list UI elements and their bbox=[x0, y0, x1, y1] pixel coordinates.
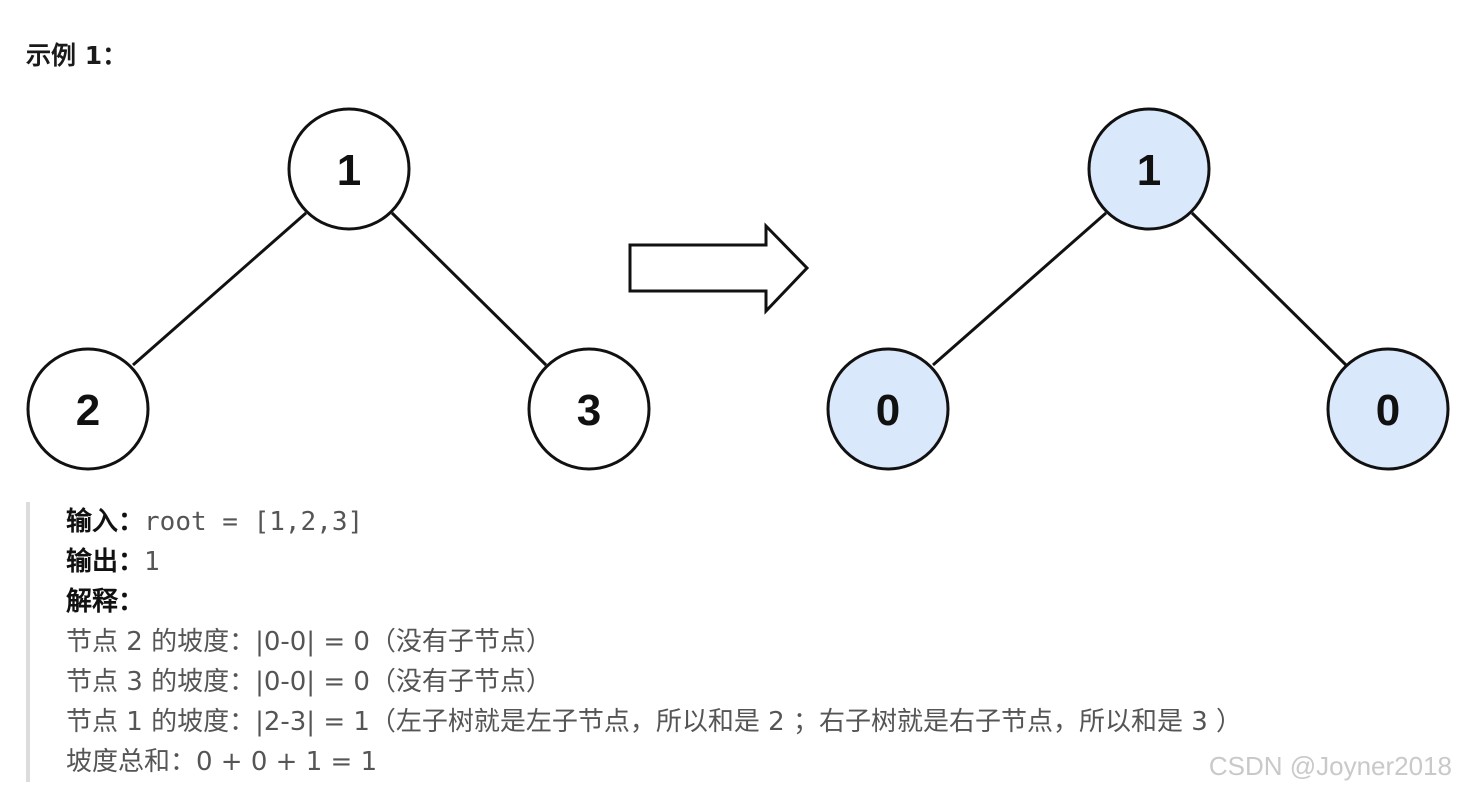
output-line: 输出：1 bbox=[66, 542, 160, 582]
input-line: 输入：root = [1,2,3] bbox=[66, 502, 363, 542]
edge-root-right bbox=[1190, 211, 1348, 367]
tree-diagram: 1 2 3 1 0 0 bbox=[26, 107, 1450, 471]
output-label: 输出： bbox=[66, 547, 145, 577]
tree-after: 1 0 0 bbox=[826, 107, 1450, 471]
node-root bbox=[1087, 107, 1211, 231]
example-block: 输入：root = [1,2,3] 输出：1 解释： 节点 2 的坡度：|0-0… bbox=[26, 502, 1410, 782]
node-right-label: 3 bbox=[577, 386, 601, 435]
explain-text: 节点 1 的坡度：|2-3| = 1（左子树就是左子节点，所以和是 2 ；右子树… bbox=[66, 707, 1243, 737]
node-root-label: 1 bbox=[337, 146, 361, 195]
explain-text: 节点 3 的坡度：|0-0| = 0（没有子节点） bbox=[66, 667, 552, 697]
node-root-label: 1 bbox=[1137, 146, 1161, 195]
node-left bbox=[826, 347, 950, 471]
explain-line: 解释： bbox=[66, 582, 144, 622]
edge-root-right bbox=[390, 211, 548, 367]
watermark: CSDN @Joyner2018 bbox=[1208, 751, 1452, 781]
example-heading: 示例 1： bbox=[26, 41, 128, 70]
tree-before: 1 2 3 bbox=[26, 107, 651, 471]
explain-label: 解释： bbox=[66, 587, 145, 617]
explain-text: 坡度总和：0 + 0 + 1 = 1 bbox=[66, 747, 378, 777]
output-value: 1 bbox=[144, 547, 160, 577]
edge-root-left bbox=[932, 211, 1107, 367]
input-label: 输入： bbox=[66, 507, 145, 537]
node-left bbox=[26, 347, 150, 471]
node-right-label: 0 bbox=[1376, 386, 1400, 435]
node-root bbox=[287, 107, 411, 231]
right-arrow-icon bbox=[628, 222, 810, 315]
node-right bbox=[527, 347, 651, 471]
node-left-label: 2 bbox=[76, 386, 100, 435]
node-right bbox=[1326, 347, 1450, 471]
edge-root-left bbox=[132, 211, 307, 367]
input-value: root = [1,2,3] bbox=[144, 507, 364, 537]
explain-text: 节点 2 的坡度：|0-0| = 0（没有子节点） bbox=[66, 627, 552, 657]
node-left-label: 0 bbox=[876, 386, 900, 435]
